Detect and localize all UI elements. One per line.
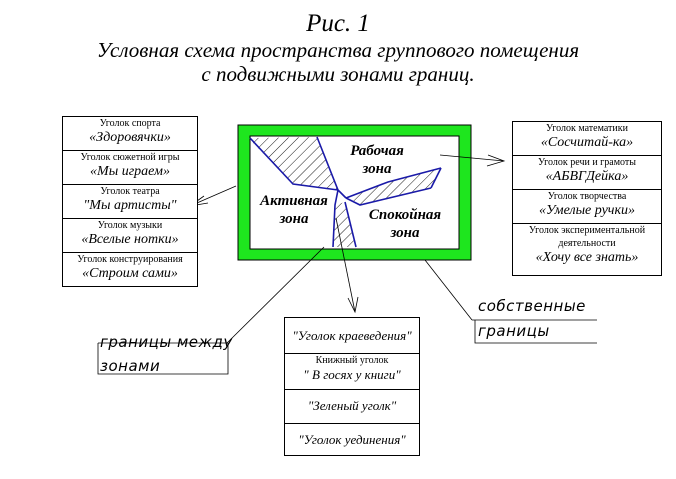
right-box-item: Уголок речи и грамоты«АБВГДейка»	[513, 156, 661, 190]
right-box-item: Уголок творчества«Умелые ручки»	[513, 190, 661, 224]
bottom-box-item: Книжный уголок" В госях у книги"	[285, 354, 419, 390]
zone-boundaries	[249, 136, 442, 248]
figure-title: Рис. 1	[306, 10, 370, 37]
right-box-item: Уголок математики«Сосчитай-ка»	[513, 122, 661, 156]
leader-own-borders	[424, 259, 473, 321]
own-borders-note-line2: границы	[478, 322, 550, 340]
bottom-box-item: "Зеленый уголк"	[285, 390, 419, 424]
left-box-item: Уголок театра"Мы артисты"	[63, 185, 197, 219]
right-box-item: Уголок экспериментальной деятельности«Хо…	[528, 225, 646, 265]
arrow-to-right-box	[439, 154, 505, 162]
bottom-corners-box: "Уголок краеведения" Книжный уголок" В г…	[284, 317, 420, 456]
bottom-box-item: "Уголок краеведения"	[285, 318, 419, 354]
arrow-to-bottom-box	[335, 217, 356, 313]
left-box-item: Уголок сюжетной игры«Мы играем»	[63, 151, 197, 185]
bottom-box-item: "Уголок уединения"	[298, 432, 406, 447]
figure-subtitle-line2: с подвижными зонами границ.	[201, 62, 475, 86]
left-box-item: Уголок музыки«Вселые нотки»	[63, 219, 197, 253]
right-corners-box: Уголок математики«Сосчитай-ка» Уголок ре…	[512, 121, 662, 276]
figure-subtitle-line1: Условная схема пространства группового п…	[96, 38, 580, 62]
left-box-item: Уголок спорта«Здоровячки»	[63, 117, 197, 151]
between-zones-note-line2: зонами	[100, 357, 161, 375]
boundary-hatch-right	[346, 168, 441, 205]
active-zone-label: Активная зона	[260, 193, 328, 227]
own-borders-note-line1: собственные	[478, 297, 586, 315]
calm-zone-label: Спокойная зона	[368, 207, 442, 241]
between-zones-note-line1: границы между	[100, 333, 233, 351]
boundary-hatch-bottom	[333, 202, 356, 247]
boundary-hatch-top-left	[250, 137, 338, 190]
leader-between-zones	[226, 246, 325, 344]
work-zone-label: Рабочая зона	[350, 143, 404, 177]
left-corners-box: Уголок спорта«Здоровячки» Уголок сюжетно…	[62, 116, 198, 287]
left-box-item: Уголок конструирования«Строим сами»	[77, 254, 183, 281]
